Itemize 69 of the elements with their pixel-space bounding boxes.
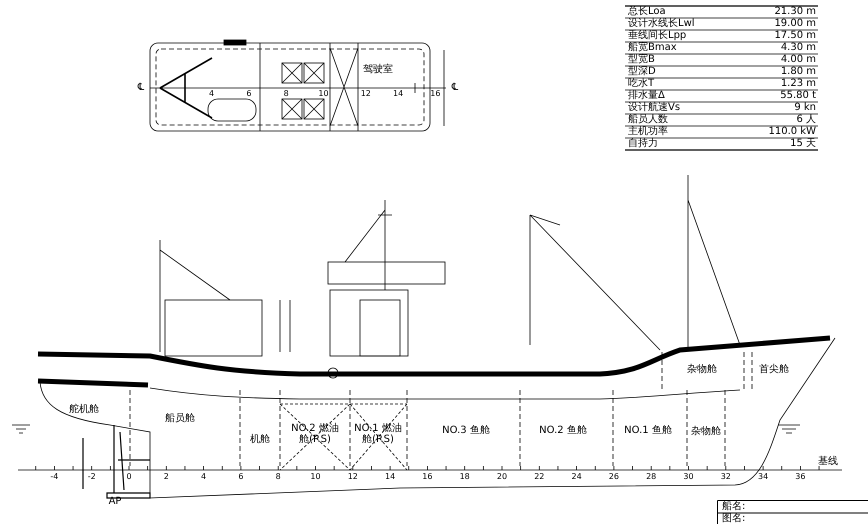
spec-name: 设计水线长Lwl <box>628 19 695 29</box>
spec-name: 船宽Bmax <box>628 43 677 53</box>
spec-value: 110.0 kW <box>768 127 816 137</box>
frame-number: 34 <box>758 472 768 482</box>
frame-number: 36 <box>795 472 806 482</box>
frame-number: 4 <box>201 472 206 482</box>
spec-value: 15 天 <box>790 139 816 149</box>
spec-name: 总长Loa <box>628 7 666 17</box>
frame-number: 16 <box>422 472 432 482</box>
compartment-label: NO.2 鱼舱 <box>539 426 587 436</box>
frame-number: 14 <box>393 88 404 98</box>
compartment-label: 杂物舱 <box>691 427 721 437</box>
frame-number: 6 <box>238 472 244 482</box>
frame-number: 2 <box>164 472 169 482</box>
spec-value: 9 kn <box>794 103 816 113</box>
spec-value: 19.00 m <box>774 19 816 29</box>
spec-name: 吃水T <box>628 79 654 89</box>
baseline-label: 基线 <box>818 457 838 467</box>
spec-name: 自持力 <box>628 139 658 149</box>
frame-number: 10 <box>310 472 321 482</box>
spec-value: 55.80 t <box>780 91 816 101</box>
spec-value: 4.00 m <box>780 55 816 65</box>
spec-name: 船员人数 <box>628 115 668 125</box>
spec-value: 4.30 m <box>780 43 816 53</box>
frame-number: 12 <box>348 472 358 482</box>
spec-value: 1.23 m <box>780 79 816 89</box>
centerline-symbol: ℄ <box>138 83 144 93</box>
frame-number: -2 <box>88 472 96 482</box>
frame-number: 0 <box>126 472 132 482</box>
frame-number: 4 <box>209 88 214 98</box>
compartment-label: 杂物舱 <box>687 365 717 375</box>
frame-number: 32 <box>720 472 731 482</box>
compartment-label: 船员舱 <box>165 414 195 424</box>
spec-name: 排水量Δ <box>628 91 665 101</box>
frame-number: 26 <box>608 472 619 482</box>
spec-name: 主机功率 <box>628 127 668 137</box>
spec-name: 型深D <box>628 67 656 77</box>
frame-number: 28 <box>646 472 656 482</box>
frame-number: 8 <box>276 472 281 482</box>
compartment-label: NO.3 鱼舱 <box>442 426 490 436</box>
frame-number: 14 <box>385 472 396 482</box>
spec-name: 型宽B <box>628 55 655 65</box>
compartment-label: NO.1 鱼舱 <box>624 426 672 436</box>
frame-number: 18 <box>460 472 470 482</box>
compartment-label: 舵机舱 <box>69 405 99 415</box>
spec-name: 垂线间长Lpp <box>628 31 686 41</box>
spec-value: 17.50 m <box>774 31 816 41</box>
frame-number: 30 <box>683 472 694 482</box>
compartment-label: 首尖舱 <box>759 365 789 375</box>
room-label: 驾驶室 <box>363 65 393 75</box>
frame-number: 12 <box>360 88 371 98</box>
frame-number: 20 <box>496 472 508 482</box>
spec-name: 设计航速Vs <box>628 103 680 113</box>
compartment-label: NO.2 燃油舱(P.S) <box>290 423 340 445</box>
field-label: 船名: <box>722 502 746 512</box>
frame-number: -4 <box>50 472 58 482</box>
frame-number: 16 <box>430 88 440 98</box>
spec-value: 1.80 m <box>780 67 816 77</box>
field-label: 图名: <box>722 514 746 524</box>
compartment-label: NO.1 燃油舱(P.S) <box>353 423 403 445</box>
compartment-label: 机舱 <box>250 435 270 445</box>
frame-number: 10 <box>318 88 329 98</box>
frame-number: 6 <box>246 88 252 98</box>
spec-value: 6 人 <box>796 115 816 125</box>
centerline-symbol: ℄ <box>452 83 458 93</box>
frame-number: 24 <box>572 472 582 482</box>
spec-value: 21.30 m <box>774 7 816 17</box>
frame-number: 8 <box>284 88 289 98</box>
frame-number: 22 <box>534 472 544 482</box>
